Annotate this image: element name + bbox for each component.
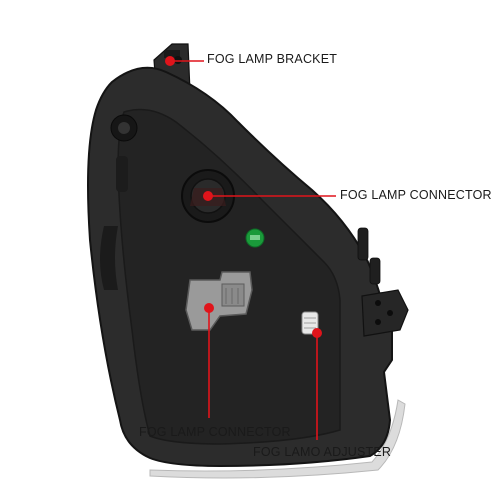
callout-connector-bottom — [204, 303, 214, 418]
callout-bracket — [165, 56, 204, 66]
fog-lamp-connector-label-bottom: FOG LAMP CONNECTOR — [139, 425, 291, 439]
fog-lamp-bracket-label: FOG LAMP BRACKET — [207, 52, 338, 66]
fog-lamp-connector-label-top: FOG LAMP CONNECTOR — [340, 188, 492, 202]
callout-connector-top — [203, 191, 336, 201]
callout-adjuster — [312, 328, 322, 440]
red-marker-dot — [165, 56, 175, 66]
fog-lamp-adjuster-label: FOG LAMO ADJUSTER — [253, 445, 392, 459]
lens-rim — [149, 399, 406, 479]
red-marker-dot — [312, 328, 322, 338]
right-tab — [361, 289, 409, 337]
red-marker-dot — [203, 191, 213, 201]
red-marker-dot — [204, 303, 214, 313]
